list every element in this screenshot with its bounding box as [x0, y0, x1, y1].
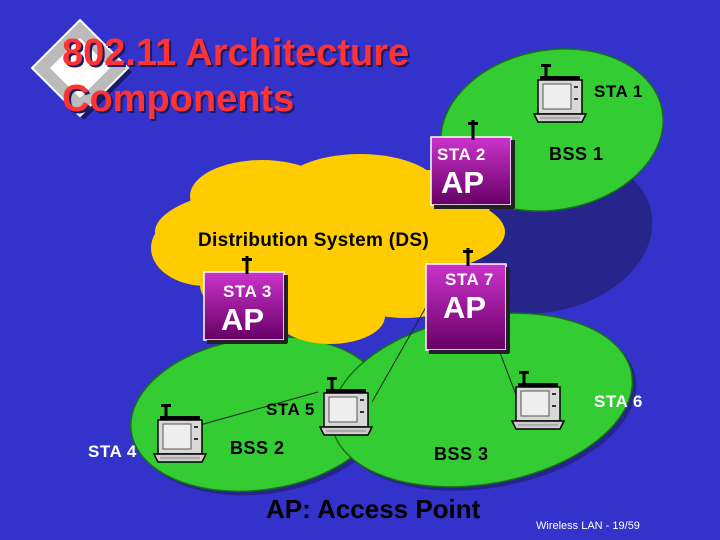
ap-sta2-label: STA 2	[437, 145, 486, 164]
ap-box-sta3	[203, 256, 288, 344]
ap-sta2-ap-label: AP	[441, 165, 485, 200]
title-line-1: 802.11 Architecture	[62, 32, 410, 74]
bss2-label: BSS 2	[230, 438, 285, 458]
sta4-label: STA 4	[88, 442, 137, 461]
distribution-system-label: Distribution System (DS)	[198, 230, 429, 251]
ap-sta3-ap-label: AP	[221, 302, 265, 337]
ap-sta3-label: STA 3	[223, 282, 272, 301]
title-line-2: Components	[62, 78, 295, 120]
ap-sta7-ap-label: AP	[443, 290, 487, 325]
bss1-label: BSS 1	[549, 144, 604, 164]
slide-footer: Wireless LAN - 19/59	[536, 520, 640, 532]
ds-cloud	[151, 154, 505, 344]
sta6-label: STA 6	[594, 392, 643, 411]
title-diamond-logo	[30, 18, 132, 120]
bss-3-ellipse	[330, 312, 637, 491]
slide-title: 802.11 Architecture Components	[62, 30, 409, 122]
ap-sta7-label: STA 7	[445, 270, 494, 289]
ap-box-sta7	[425, 248, 510, 354]
sta1-label: STA 1	[594, 82, 643, 101]
ap-box-sta2	[430, 120, 515, 209]
bss3-label: BSS 3	[434, 444, 489, 464]
ap-legend: AP: Access Point	[266, 494, 481, 524]
sta5-label: STA 5	[266, 400, 315, 419]
